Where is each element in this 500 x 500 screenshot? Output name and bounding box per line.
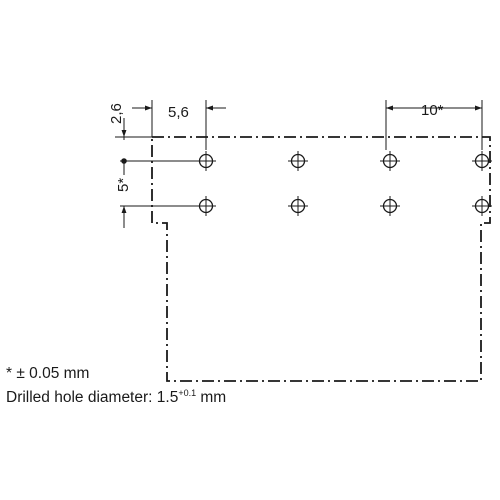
drill-hole <box>380 151 400 171</box>
drill-hole <box>196 196 216 216</box>
dimension-top-offset: 2,6 <box>108 103 127 140</box>
tolerance-note: * ± 0.05 mm <box>6 365 89 383</box>
drill-hole <box>288 196 308 216</box>
dimension-label-first-hole-offset: 5,6 <box>168 104 189 121</box>
drill-diameter-tolerance: +0.1 <box>178 388 197 398</box>
drill-hole <box>472 151 492 171</box>
tolerance-note-text: * ± 0.05 mm <box>6 365 90 382</box>
drill-diameter-unit: mm <box>196 389 227 406</box>
dimension-label-pitch-vertical: 5* <box>115 178 132 192</box>
dimension-label-top-offset: 2,6 <box>108 103 125 124</box>
dimension-first-hole-offset: 5,6 <box>132 104 226 121</box>
drill-hole <box>288 151 308 171</box>
board-outline <box>151 136 491 382</box>
dimension-pitch-horizontal: 10* <box>386 102 482 119</box>
drill-diameter-note: Drilled hole diameter: 1.5+0.1 mm <box>6 388 226 407</box>
dimension-pitch-vertical: 5* <box>115 158 132 228</box>
drill-hole <box>380 196 400 216</box>
drilled-holes <box>196 151 492 216</box>
drill-diameter-label: Drilled hole diameter: 1.5 <box>6 389 179 406</box>
drill-hole <box>196 151 216 171</box>
drill-hole <box>472 196 492 216</box>
dimension-label-pitch-horizontal: 10* <box>421 102 444 119</box>
